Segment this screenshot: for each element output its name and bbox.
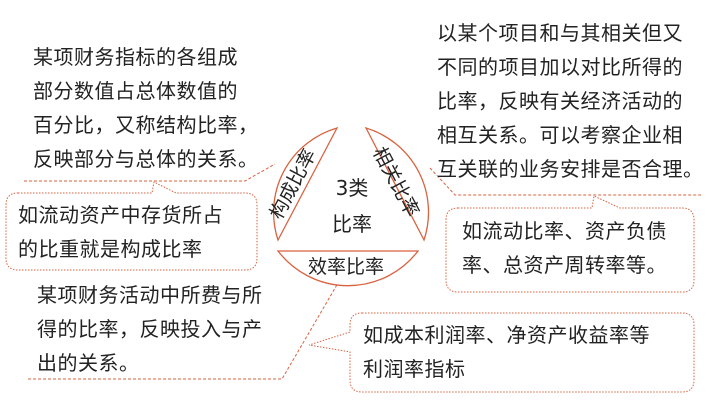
efficiency-example-callout: [308, 312, 695, 393]
description-line: 百分比，又称结构比率，: [33, 113, 259, 137]
efficiency-example: 如成本利润率、净资产收益率等 利润率指标: [363, 318, 650, 386]
related-example-callout: [445, 195, 695, 293]
description-line: 相互关系。可以考察企业相: [437, 123, 683, 147]
description-line: 不同的项目加以对比所得的: [437, 55, 683, 79]
composition-segment: [272, 126, 339, 242]
example-line: 如流动资产中存货所占: [18, 203, 223, 227]
description-line: 互关联的业务安排是否合理。: [437, 157, 704, 181]
description-line: 以某个项目和与其相关但又: [437, 21, 683, 45]
efficiency-description: 某项财务活动中所费与所 得的比率，反映投入与产 出的关系。: [37, 278, 263, 380]
composition-description: 某项财务指标的各组成 部分数值占总体数值的 百分比，又称结构比率， 反映部分与总…: [33, 40, 259, 176]
description-line: 某项财务活动中所费与所: [37, 283, 263, 307]
center-label: 3类 比率: [324, 170, 380, 242]
efficiency-segment: [276, 250, 420, 287]
example-line: 如成本利润率、净资产收益率等: [363, 323, 650, 347]
description-line: 反映部分与总体的关系。: [33, 147, 259, 171]
description-line: 某项财务指标的各组成: [33, 45, 238, 69]
related-description: 以某个项目和与其相关但又 不同的项目加以对比所得的 比率，反映有关经济活动的 相…: [437, 16, 704, 186]
composition-example: 如流动资产中存货所占 的比重就是构成比率: [18, 198, 223, 266]
example-line: 利润率指标: [363, 357, 466, 381]
description-line: 得的比率，反映投入与产: [37, 317, 263, 341]
center-line-2: 比率: [332, 212, 372, 236]
efficiency-ratio-label: 效率比率: [308, 256, 385, 278]
example-line: 如流动比率、资产负债: [462, 219, 667, 243]
center-line-1: 3类: [335, 176, 369, 200]
example-line: 的比重就是构成比率: [18, 237, 203, 261]
description-line: 比率，反映有关经济活动的: [437, 89, 683, 113]
description-line: 部分数值占总体数值的: [33, 79, 238, 103]
example-line: 率、总资产周转率等。: [462, 253, 667, 277]
related-segment: [364, 126, 430, 242]
related-example: 如流动比率、资产负债 率、总资产周转率等。: [462, 214, 667, 282]
description-line: 出的关系。: [37, 351, 140, 375]
